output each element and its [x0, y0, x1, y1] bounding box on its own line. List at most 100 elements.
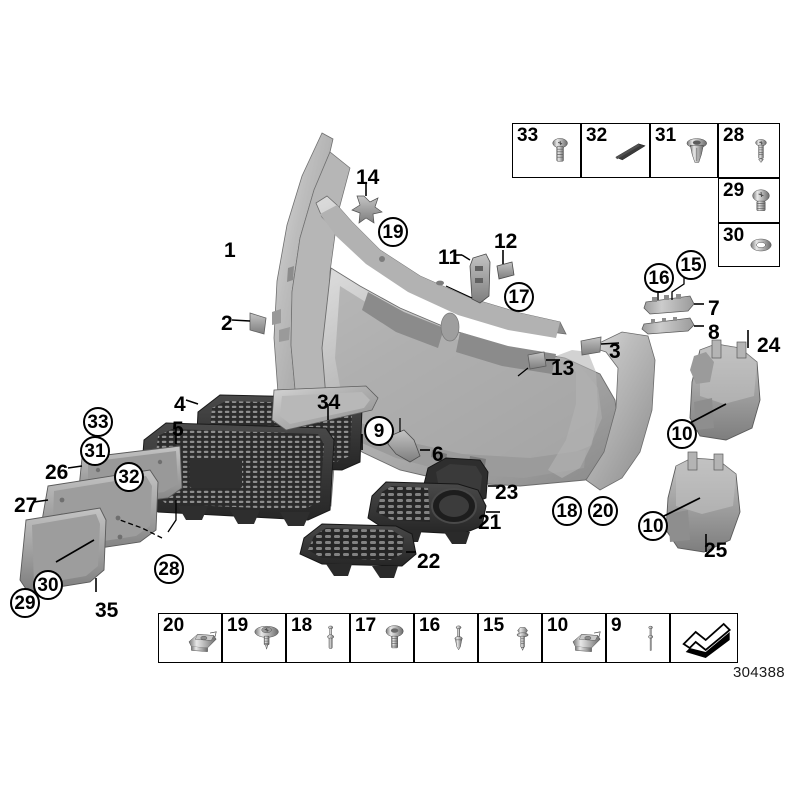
callout-4[interactable]: 4 — [174, 393, 186, 416]
long-thin-pin-icon — [607, 614, 669, 662]
part-bumper-right-corner — [548, 331, 656, 491]
fastener-number: 16 — [419, 615, 441, 636]
callout-6[interactable]: 6 — [432, 443, 444, 466]
callout-31[interactable]: 31 — [80, 436, 110, 466]
part-6-fog-bracket — [387, 418, 430, 463]
callout-11[interactable]: 11 — [438, 246, 461, 269]
callout-24[interactable]: 24 — [757, 334, 781, 357]
fastener-cell-28[interactable]: 28 — [718, 123, 780, 178]
round-head-bolt-icon — [719, 179, 779, 222]
fastener-number: 9 — [611, 615, 622, 636]
callout-20[interactable]: 20 — [588, 496, 618, 526]
long-tapping-screw-icon — [719, 124, 779, 177]
fastener-cell-32[interactable]: 32 — [581, 123, 650, 178]
part-34-trim-strip — [271, 385, 379, 431]
fastener-number: 28 — [723, 125, 745, 146]
callout-13[interactable]: 13 — [551, 357, 575, 380]
callout-22[interactable]: 22 — [417, 550, 441, 573]
flat-strip-pad-icon — [582, 124, 649, 177]
part-7-headlight-washer-cover — [643, 294, 704, 315]
large-collar-screw-icon — [223, 614, 285, 662]
part-5-lower-grille — [139, 422, 335, 526]
callout-1[interactable]: 1 — [224, 239, 236, 262]
callout-19[interactable]: 19 — [378, 217, 408, 247]
fastener-cell-33[interactable]: 33 — [512, 123, 581, 178]
part-22-lower-air-grille — [299, 523, 417, 578]
part-13-bracket-tab — [517, 351, 560, 377]
fastener-cell-29[interactable]: 29 — [718, 178, 780, 223]
part-11-side-bracket — [445, 253, 491, 304]
callout-10[interactable]: 10 — [638, 511, 668, 541]
part-8-washer-cover-plate — [641, 317, 704, 335]
push-pin-rivet-icon — [415, 614, 477, 662]
callout-29[interactable]: 29 — [10, 588, 40, 618]
fastener-number: 15 — [483, 615, 505, 636]
flange-head-screw-icon — [351, 614, 413, 662]
callout-2[interactable]: 2 — [221, 312, 233, 335]
fastener-cell-16[interactable]: 16 — [414, 613, 478, 663]
hex-flange-screw-icon — [479, 614, 541, 662]
callout-30[interactable]: 30 — [33, 570, 63, 600]
part-18-20-bumper-cover — [321, 267, 620, 487]
fastener-cell-section-wedge-symbol[interactable] — [670, 613, 738, 663]
fastener-number: 17 — [355, 615, 377, 636]
callout-32[interactable]: 32 — [114, 462, 144, 492]
callout-21[interactable]: 21 — [478, 511, 502, 534]
callout-17[interactable]: 17 — [504, 282, 534, 312]
fastener-cell-17[interactable]: 17 — [350, 613, 414, 663]
callout-34[interactable]: 34 — [317, 391, 341, 414]
callout-14[interactable]: 14 — [356, 166, 380, 189]
part-3-cover-tab — [580, 336, 620, 356]
fastener-number: 32 — [586, 125, 608, 146]
callout-27[interactable]: 27 — [14, 494, 38, 517]
section-wedge-symbol-icon — [671, 614, 737, 662]
part-24-guide-bracket — [687, 330, 761, 441]
fastener-number: 29 — [723, 180, 745, 201]
fastener-cell-15[interactable]: 15 — [478, 613, 542, 663]
part-2-side-clip — [231, 312, 267, 335]
thin-pin-rivet-icon — [287, 614, 349, 662]
callout-23[interactable]: 23 — [495, 481, 519, 504]
leader-28b — [167, 500, 177, 533]
spring-nut-clip-icon — [159, 614, 221, 662]
fastener-cell-31[interactable]: 31 — [650, 123, 718, 178]
fastener-cell-10[interactable]: 10 — [542, 613, 606, 663]
spring-nut-clip-icon — [543, 614, 605, 662]
callout-26[interactable]: 26 — [45, 461, 69, 484]
fastener-cell-9[interactable]: 9 — [606, 613, 670, 663]
flat-washer-icon — [719, 224, 779, 266]
callout-9[interactable]: 9 — [364, 416, 394, 446]
fastener-number: 18 — [291, 615, 313, 636]
callout-7[interactable]: 7 — [708, 297, 720, 320]
callout-28[interactable]: 28 — [154, 554, 184, 584]
callout-8[interactable]: 8 — [708, 321, 720, 344]
callout-25[interactable]: 25 — [704, 539, 728, 562]
callout-33[interactable]: 33 — [83, 407, 113, 437]
expanding-rivet-icon — [651, 124, 717, 177]
fastener-number: 20 — [163, 615, 185, 636]
callout-16[interactable]: 16 — [644, 263, 674, 293]
part-12-small-bracket — [496, 250, 515, 280]
callout-15[interactable]: 15 — [676, 250, 706, 280]
part-25-guide-bracket — [659, 451, 741, 553]
fastener-number: 33 — [517, 125, 539, 146]
fastener-number: 30 — [723, 225, 745, 246]
callout-12[interactable]: 12 — [494, 230, 518, 253]
fastener-number: 31 — [655, 125, 677, 146]
callout-10[interactable]: 10 — [667, 419, 697, 449]
fastener-number: 10 — [547, 615, 569, 636]
callout-3[interactable]: 3 — [609, 340, 621, 363]
callout-35[interactable]: 35 — [95, 599, 119, 622]
pan-head-screw-icon — [513, 124, 580, 177]
fastener-cell-20[interactable]: 20 — [158, 613, 222, 663]
part-14-star-clip — [351, 182, 383, 224]
fastener-cell-19[interactable]: 19 — [222, 613, 286, 663]
fastener-cell-18[interactable]: 18 — [286, 613, 350, 663]
callout-18[interactable]: 18 — [552, 496, 582, 526]
callout-5[interactable]: 5 — [172, 418, 184, 441]
diagram-id-label: 304388 — [733, 664, 785, 681]
fastener-cell-30[interactable]: 30 — [718, 223, 780, 267]
